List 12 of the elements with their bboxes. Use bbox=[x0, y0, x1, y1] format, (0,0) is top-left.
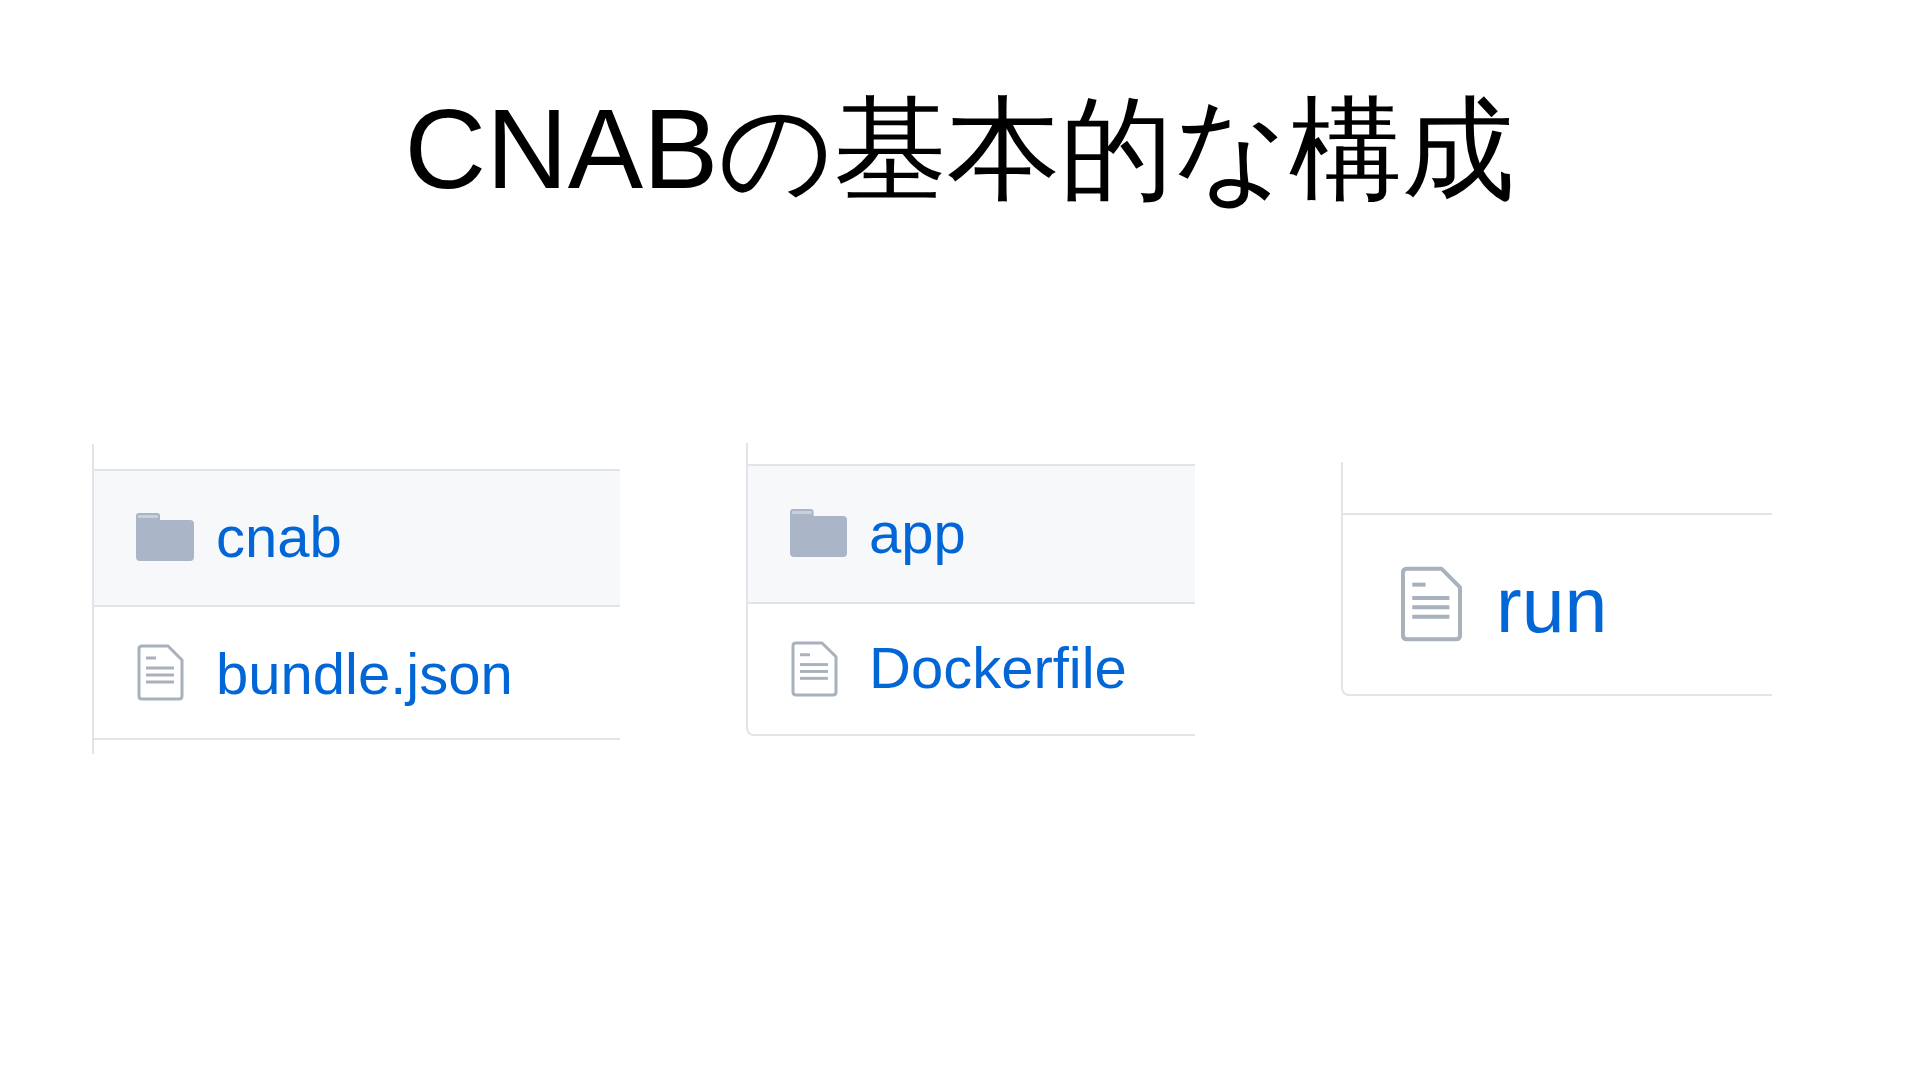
slide-title: CNABの基本的な構成 bbox=[404, 85, 1516, 214]
file-list-row bbox=[748, 464, 1195, 602]
file-list-row bbox=[94, 469, 620, 605]
file-list-panel bbox=[746, 443, 1195, 736]
folder-name: app bbox=[869, 499, 966, 568]
file-name: bundle.json bbox=[216, 640, 513, 709]
folder-name: cnab bbox=[216, 503, 342, 572]
file-name: Dockerfile bbox=[869, 634, 1127, 703]
file-list-panel bbox=[1341, 462, 1772, 696]
file-list-panel bbox=[92, 444, 620, 754]
file-list-row bbox=[94, 605, 620, 740]
file-name: run bbox=[1496, 561, 1608, 651]
